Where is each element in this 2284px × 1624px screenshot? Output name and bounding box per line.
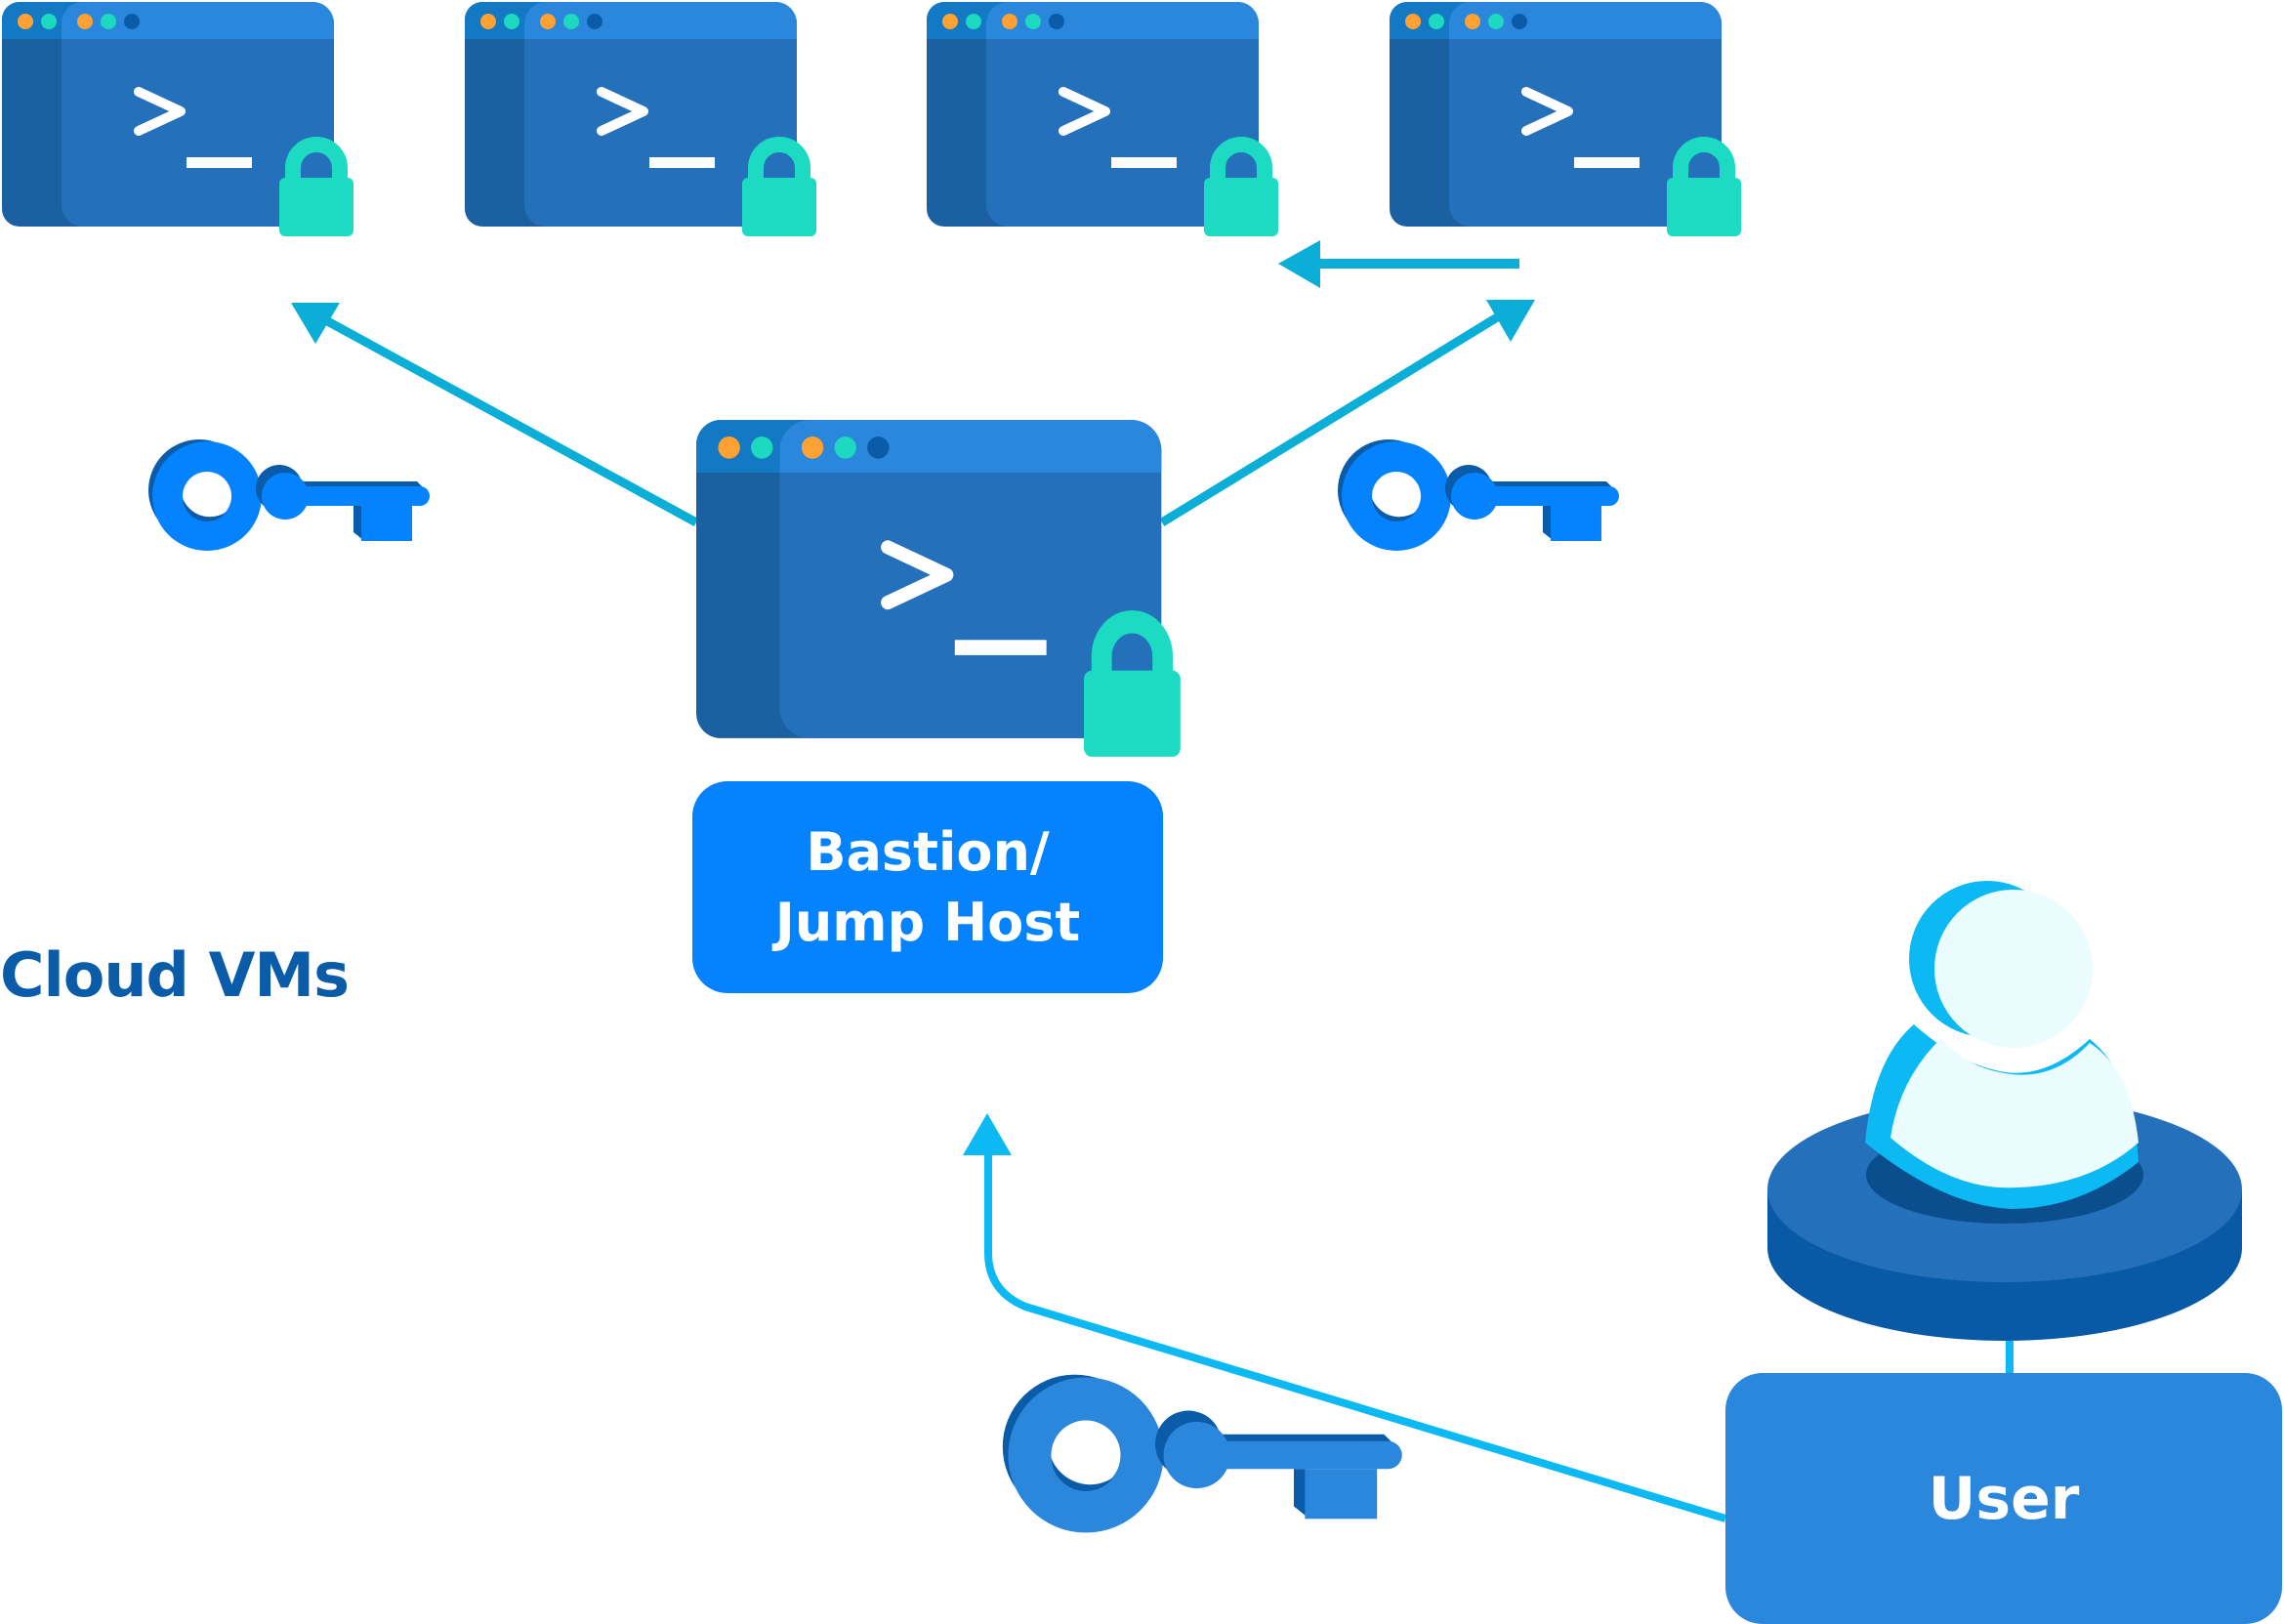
ssh-key-icon-left [148, 439, 430, 551]
ssh-key-icon-user [1002, 1374, 1402, 1533]
bastion-jump-host-box[interactable]: Bastion/ Jump Host [692, 781, 1163, 993]
arrow-bastion-to-vm4 [1159, 300, 1535, 526]
bastion-label-line1: Bastion/ [806, 820, 1050, 883]
bastion-label-line2: Jump Host [774, 891, 1081, 953]
bastion-window [696, 420, 1181, 757]
user-avatar-icon [1767, 881, 2242, 1341]
cloud-vms-label: Cloud VMs [0, 939, 350, 1011]
user-label: User [1928, 1464, 2080, 1533]
user-box[interactable]: User [1725, 1373, 2282, 1624]
vm-window-4 [1390, 2, 1741, 236]
vm-window-3 [927, 2, 1278, 236]
arrow-vm4-to-vm3 [1278, 240, 1519, 288]
ssh-key-icon-right [1338, 439, 1619, 551]
vm-window-2 [465, 2, 816, 236]
arrow-user-to-bastion [963, 1113, 1727, 1522]
vm-window-1 [2, 2, 353, 236]
arrow-bastion-to-vm1 [291, 303, 699, 526]
